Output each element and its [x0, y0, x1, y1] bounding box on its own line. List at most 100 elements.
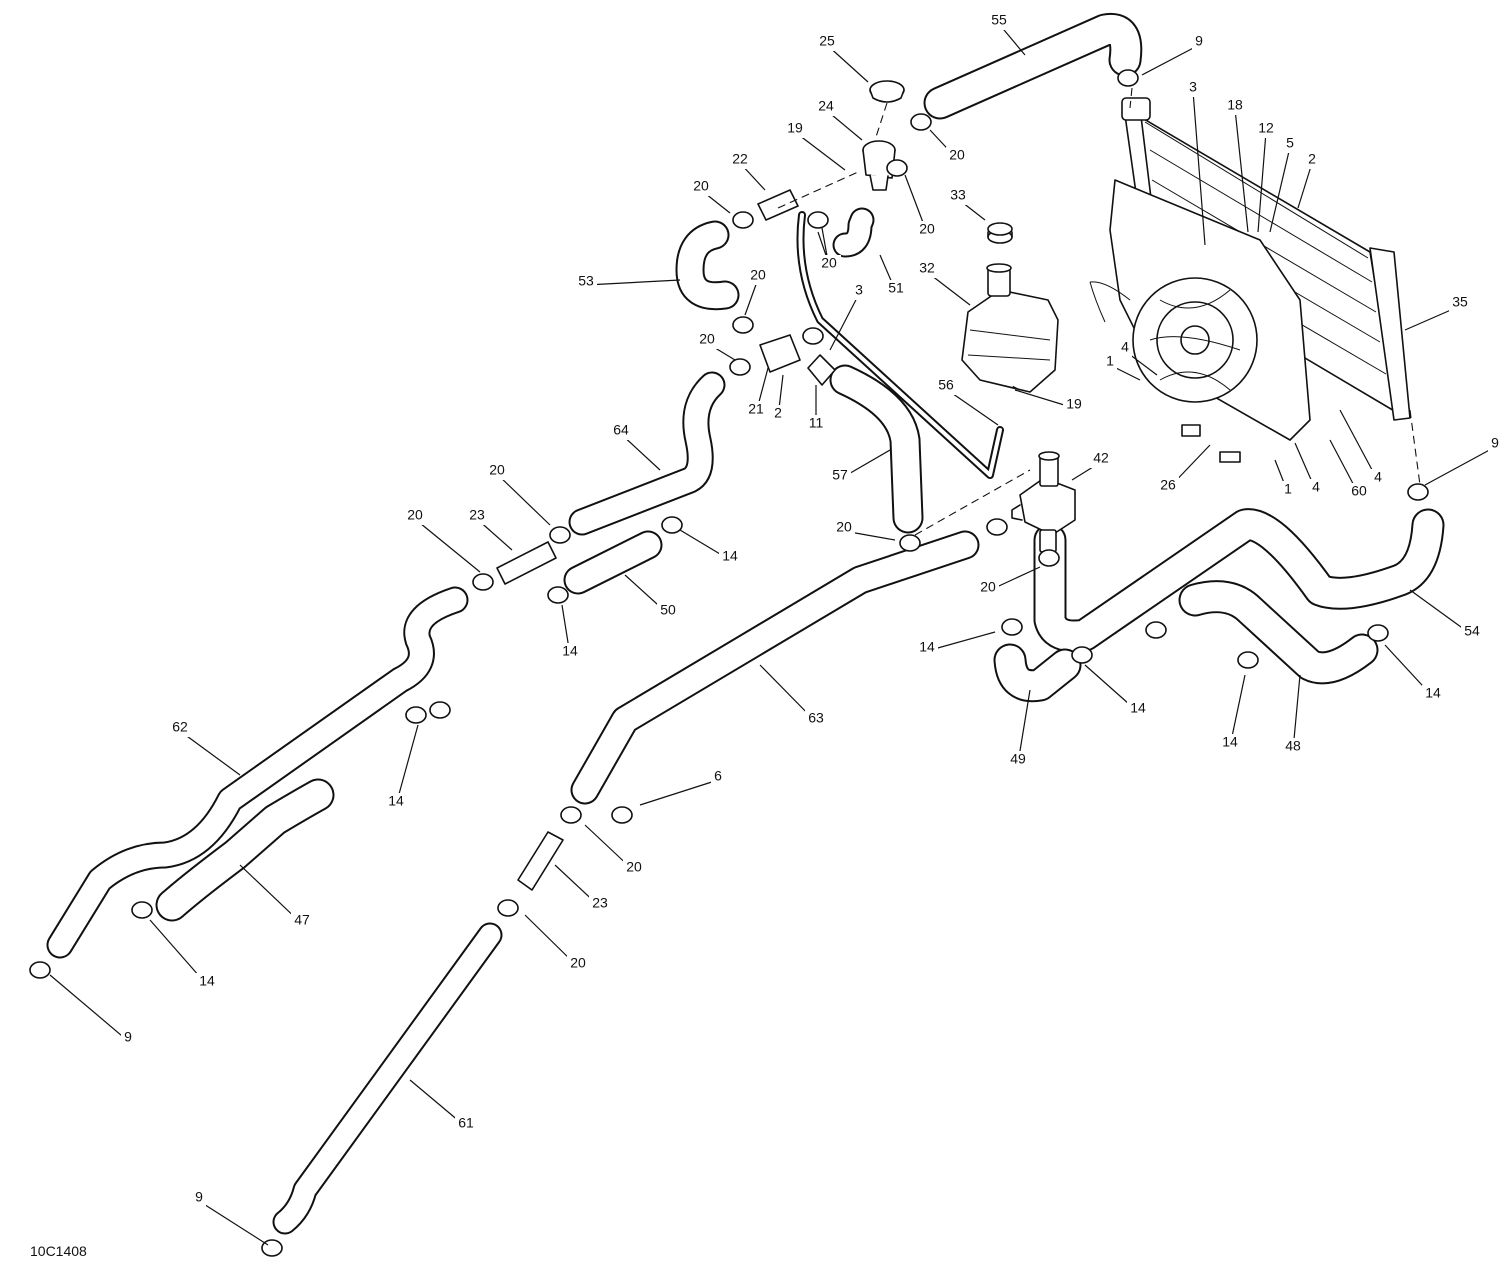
hose-47: [155, 778, 335, 922]
callout-background: [1309, 479, 1323, 497]
callout-background: [805, 710, 827, 728]
callout-9: 9: [1195, 33, 1203, 49]
callout-5: 5: [1286, 135, 1294, 151]
hose-50: [563, 530, 663, 595]
callout-20: 20: [489, 462, 505, 478]
clamp-20: [886, 159, 908, 177]
clamp-14: [131, 901, 153, 919]
callout-60: 60: [1351, 483, 1367, 499]
callout-33: 33: [950, 187, 966, 203]
clamp-9: [1407, 483, 1429, 501]
clamp-14: [661, 516, 683, 534]
callout-background: [1186, 79, 1200, 97]
clamp-20: [802, 327, 824, 345]
callout-background: [711, 768, 725, 786]
callout-53: 53: [578, 273, 594, 289]
reservoir-cap: [987, 222, 1013, 244]
callout-4: 4: [1374, 469, 1382, 485]
callout-background: [988, 12, 1010, 30]
callout-4: 4: [1121, 339, 1129, 355]
callout-19: 19: [1066, 396, 1082, 412]
callout-1: 1: [1106, 353, 1114, 369]
callout-51: 51: [888, 280, 904, 296]
callout-background: [696, 331, 718, 349]
clamp-14: [429, 701, 451, 719]
hose-49: [993, 643, 1082, 703]
clamp-14: [1367, 624, 1389, 642]
callout-background: [589, 895, 611, 913]
callout-background: [818, 255, 840, 273]
leader-line: [496, 473, 551, 526]
connectors-23: [496, 541, 564, 891]
clamp-group: [29, 69, 1429, 1257]
hose-61: [272, 922, 503, 1235]
clamp-20: [1038, 549, 1060, 567]
callout-background: [1422, 685, 1444, 703]
clamp-20: [986, 518, 1008, 536]
callout-labels: 1122334445699991011121414141414141414181…: [121, 12, 1500, 1207]
leader-line: [198, 1200, 269, 1246]
callout-background: [1118, 339, 1132, 357]
leader-line: [1292, 674, 1301, 751]
callout-background: [1192, 33, 1206, 51]
clamp-14: [1071, 646, 1093, 664]
callout-14: 14: [919, 639, 935, 655]
clamp-20: [732, 316, 754, 334]
callout-61: 61: [458, 1115, 474, 1131]
leader-line: [1234, 108, 1249, 233]
callout-32: 32: [919, 260, 935, 276]
clamp-14: [405, 706, 427, 724]
callout-55: 55: [991, 12, 1007, 28]
callout-3: 3: [1189, 79, 1197, 95]
leader-line: [826, 44, 869, 83]
clamp-20: [472, 573, 494, 591]
callout-62: 62: [172, 719, 188, 735]
callout-background: [1281, 481, 1295, 499]
assembly-lines: [777, 87, 1421, 536]
callout-background: [1488, 435, 1500, 453]
callout-background: [729, 151, 751, 169]
leader-line: [1141, 44, 1200, 76]
callout-background: [1461, 623, 1483, 641]
callout-20: 20: [570, 955, 586, 971]
callout-2: 2: [1308, 151, 1316, 167]
callout-20: 20: [693, 178, 709, 194]
hose-56-tube: [796, 211, 1004, 479]
figure-reference: 10C1408: [30, 1243, 87, 1259]
callout-background: [623, 859, 645, 877]
callout-21: 21: [748, 401, 764, 417]
leader-line: [1192, 90, 1206, 246]
callout-background: [946, 147, 968, 165]
hose-48: [1178, 580, 1379, 685]
callout-25: 25: [819, 33, 835, 49]
callout-background: [833, 519, 855, 537]
hose-group: [46, 12, 1445, 1235]
callout-12: 12: [1258, 120, 1274, 136]
callout-background: [805, 415, 827, 433]
hose-53: [675, 220, 740, 311]
callout-background: [1283, 135, 1297, 153]
callout-20: 20: [919, 221, 935, 237]
leader-line: [829, 293, 860, 351]
callout-14: 14: [722, 548, 738, 564]
callout-35: 35: [1452, 294, 1468, 310]
callout-63: 63: [808, 710, 824, 726]
callout-20: 20: [699, 331, 715, 347]
clamp-20: [807, 211, 829, 229]
callout-background: [916, 639, 938, 657]
callout-56: 56: [938, 377, 954, 393]
callout-background: [916, 260, 938, 278]
callout-background: [784, 120, 806, 138]
clamp-20: [549, 526, 571, 544]
callout-4: 4: [1312, 479, 1320, 495]
clamp-9: [29, 961, 51, 979]
callout-20: 20: [821, 255, 837, 271]
clamp-6: [611, 806, 633, 824]
callout-background: [575, 273, 597, 291]
callout-6: 6: [714, 768, 722, 784]
callout-background: [815, 98, 837, 116]
rubber-mounts: [1181, 424, 1241, 463]
callout-background: [852, 282, 866, 300]
callout-20: 20: [836, 519, 852, 535]
callout-background: [829, 467, 851, 485]
